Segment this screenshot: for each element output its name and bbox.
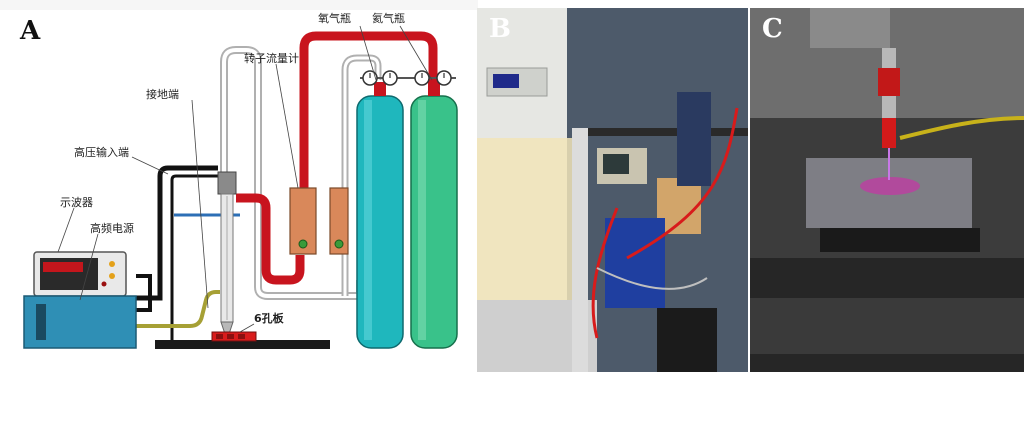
oxygen-valve [374,82,386,96]
red-tube-photo [591,207,619,339]
oscilloscope-screen-photo [603,154,629,174]
photo-panel-c [750,8,1024,372]
red-gas-tube-top [299,31,438,188]
label-helium: 氦气瓶 [372,11,405,25]
panel-label-c: C [762,14,783,44]
bench-top [588,128,748,136]
flowmeter-valve [298,239,308,249]
label-plate: 6孔板 [254,311,285,325]
oscilloscope-readout [43,262,83,272]
nozzle-head [217,171,237,195]
panel-label-b: B [489,14,511,44]
red-gas-tube-bottom [236,193,305,285]
power-supply-vent [36,304,46,340]
label-ground: 接地端 [146,88,179,101]
flowmeter-oxygen [329,187,349,255]
support-stand [170,174,220,340]
oscilloscope-knob [109,261,115,267]
plate-stand [820,228,980,252]
jet-red-nozzle [882,118,896,148]
panel-label-a: A [20,16,41,46]
leader-power [79,233,99,301]
label-oscilloscope: 示波器 [60,196,93,209]
label-hf-power: 高频电源 [90,221,134,235]
label-oxygen: 氧气瓶 [318,11,351,25]
base-plate [155,340,330,349]
helium-cylinder [410,95,458,349]
oscilloscope-knob [109,273,115,279]
scope-cable [136,274,152,312]
jet-red-clamp [878,68,900,96]
gas-cylinder-photo [677,92,711,186]
leader-ground [191,99,209,309]
floor-equipment [657,308,717,372]
hood-side-post [572,128,588,372]
yellow-tube-photo [899,116,1024,140]
helium-cylinder-highlight [418,100,426,340]
grey-tube-photo [596,267,708,290]
plate-well [238,334,245,339]
grey-tube-to-oxygen-inner [343,56,380,296]
leader-helium [399,25,433,81]
leader-hv-input [131,156,169,175]
oxygen-cylinder [356,95,404,349]
red-tube-photo [626,107,739,260]
leader-oxygen [359,25,377,81]
leader-oscilloscope [57,207,75,253]
label-hv-input: 高压输入端 [74,145,129,159]
panel-a-top-shade [0,0,478,10]
oxygen-cylinder-highlight [364,100,372,340]
grille [750,298,1024,354]
helium-valve [428,82,440,96]
oscilloscope-knob [101,281,107,287]
plate-well [216,334,223,339]
blue-cabinet [605,218,665,308]
photo-panel-b [477,8,748,372]
plasma-glow [860,177,920,195]
top-panel [810,8,890,48]
leader-plate [239,323,255,333]
flowmeter-valve [334,239,344,249]
hood-interior-light [477,138,572,308]
plate-well [227,334,234,339]
hood-display [493,74,519,88]
label-flowmeter: 转子流量计 [244,51,299,65]
grey-gas-tube-inner [222,48,362,298]
ground-wire [136,290,220,328]
leader-flowmeter [275,63,299,189]
